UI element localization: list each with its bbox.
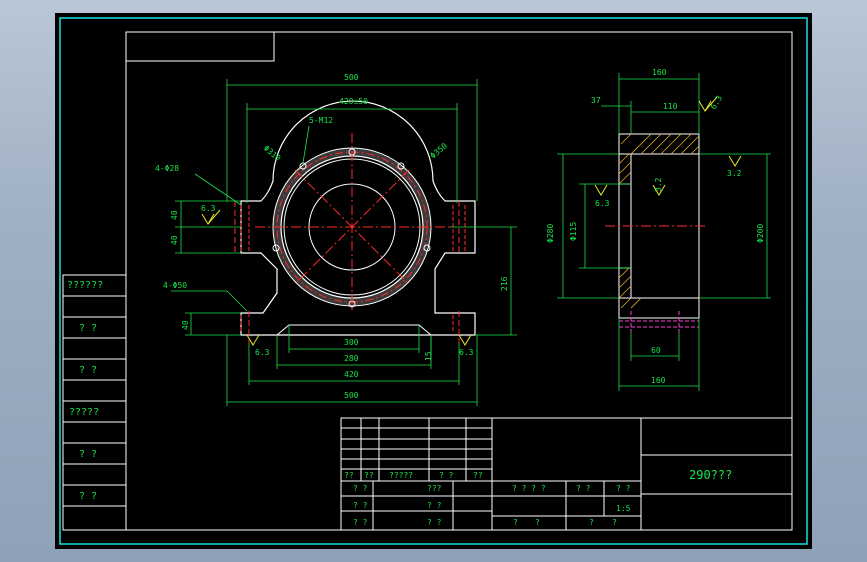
bolt-hole xyxy=(272,244,280,252)
dim-base-420: 420 xyxy=(344,370,359,379)
dim-top-110: 110 xyxy=(663,102,678,111)
housing-outline xyxy=(240,100,476,336)
dim-holes-lower: 4-Φ50 xyxy=(163,281,187,290)
dim-h1: 40 xyxy=(170,210,179,220)
cad-viewport[interactable]: ?????? ? ? ? ? ????? ? ? ? ? ? xyxy=(55,13,812,549)
title-block-cell: ? ? xyxy=(427,518,442,527)
left-table-cell: ? ? xyxy=(79,323,97,334)
title-block-cell: ? xyxy=(513,518,518,527)
dim-overall-bottom: 500 xyxy=(344,391,359,400)
side-dim-labels: 160 37 110 Φ280 Φ115 Φ200 60 160 xyxy=(546,68,765,385)
left-table-cell: ?????? xyxy=(67,280,103,291)
flange-bottom xyxy=(618,297,700,319)
roughness-value: 3.2 xyxy=(727,169,742,178)
drawing-title: 290??? xyxy=(689,468,732,482)
roughness-value: 6.3 xyxy=(595,199,610,208)
front-view xyxy=(234,100,476,343)
roughness-value: 6.3 xyxy=(459,348,474,357)
dim-bottom-60: 60 xyxy=(651,346,661,355)
title-block-cell: ? xyxy=(589,518,594,527)
dim-holes-upper: 4-Φ28 xyxy=(155,164,179,173)
dim-base-300: 300 xyxy=(344,338,359,347)
title-block-cell: ? ? xyxy=(616,484,631,493)
roughness-value: 3.2 xyxy=(654,177,663,192)
title-block-cell: ? ? xyxy=(353,501,368,510)
title-block-cell: ? xyxy=(535,518,540,527)
title-block-cell: ? ? xyxy=(353,518,368,527)
bolt-hole xyxy=(423,244,431,252)
dim-d-inner: Φ115 xyxy=(569,222,578,241)
dim-h3: 40 xyxy=(181,320,190,330)
roughness-marks-front xyxy=(201,209,472,346)
side-dimensions xyxy=(557,73,771,391)
left-table-cell: ????? xyxy=(69,407,99,418)
roughness-value: 6.3 xyxy=(201,204,216,213)
title-block-cell: ??? xyxy=(427,484,442,493)
left-table xyxy=(62,274,127,531)
title-block-cell: ? ? ? ? xyxy=(512,484,546,493)
dim-base-280: 280 xyxy=(344,354,359,363)
dim-d-pcd: Φ350 xyxy=(429,141,450,160)
title-block xyxy=(340,417,793,531)
roughness-value: 6.3 xyxy=(709,94,724,111)
title-block-cell: ? ? xyxy=(427,501,442,510)
cad-drawing: ?????? ? ? ? ? ????? ? ? ? ? ? xyxy=(59,17,808,545)
dim-d-right: Φ200 xyxy=(756,224,765,243)
side-view xyxy=(605,133,707,333)
scale-value: 1:5 xyxy=(616,504,631,513)
dim-h2: 40 xyxy=(170,235,179,245)
corner-box xyxy=(125,31,275,62)
dim-bottom-160: 160 xyxy=(651,376,666,385)
title-block-cell: ?? xyxy=(473,471,483,480)
dim-d-outer: Φ310 xyxy=(262,144,283,163)
title-block-cell: ? ? xyxy=(439,471,454,480)
dim-inner-top: 420±50 xyxy=(339,97,368,106)
front-dimensions xyxy=(171,79,517,406)
left-table-cell: ? ? xyxy=(79,449,97,460)
left-table-cell: ? ? xyxy=(79,491,97,502)
outer-frame xyxy=(59,17,808,545)
title-block-cell: ?? xyxy=(364,471,374,480)
dim-center-height: 216 xyxy=(500,276,509,291)
dim-base-15: 15 xyxy=(424,351,433,361)
dim-bolt-holes: 5-M12 xyxy=(309,116,333,125)
flange-top xyxy=(618,133,700,155)
dim-top-37: 37 xyxy=(591,96,601,105)
title-block-cell: ????? xyxy=(389,471,413,480)
roughness-value: 6.3 xyxy=(255,348,270,357)
bolt-hole xyxy=(397,162,405,170)
dim-d-left: Φ280 xyxy=(546,224,555,243)
title-block-cell: ? xyxy=(612,518,617,527)
left-table-cell: ? ? xyxy=(79,365,97,376)
title-block-cell: ? ? xyxy=(353,484,368,493)
roughness-marks-side xyxy=(594,96,742,196)
dim-top-width: 160 xyxy=(652,68,667,77)
dim-overall-top: 500 xyxy=(344,73,359,82)
title-block-cell: ?? xyxy=(344,471,354,480)
title-block-cell: ? ? xyxy=(576,484,591,493)
